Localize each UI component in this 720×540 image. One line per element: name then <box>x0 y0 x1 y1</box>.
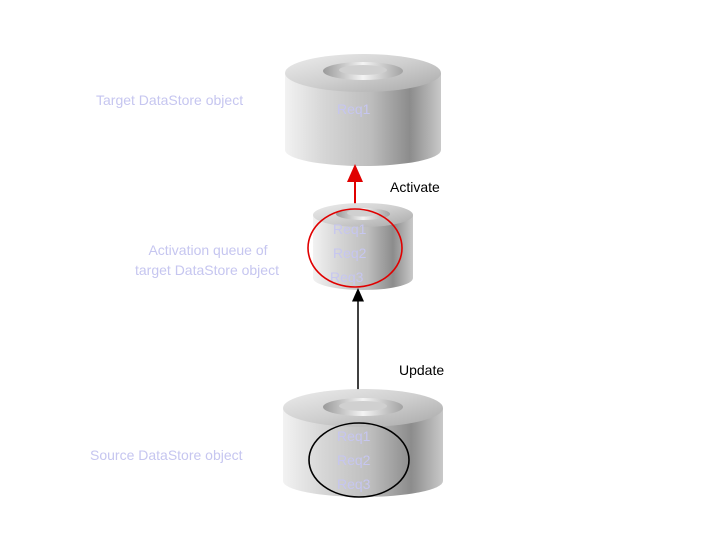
target-request-1: Req1 <box>337 101 371 117</box>
queue-request-3: Req3 <box>330 269 364 285</box>
source-request-1: Req1 <box>337 428 371 444</box>
source-datastore-cylinder: Req1 Req2 Req3 <box>283 389 443 497</box>
activation-queue-label-line1: Activation queue of <box>148 242 267 258</box>
source-highlight-ellipse <box>308 422 410 498</box>
queue-request-2: Req2 <box>333 245 367 261</box>
activate-label: Activate <box>390 179 440 195</box>
source-request-3: Req3 <box>337 476 371 492</box>
activation-queue-label-line2: target DataStore object <box>135 262 279 278</box>
target-datastore-cylinder: Req1 <box>285 54 441 166</box>
source-datastore-label: Source DataStore object <box>90 447 243 463</box>
target-datastore-label: Target DataStore object <box>96 92 243 108</box>
activation-queue-highlight-ellipse <box>307 208 403 288</box>
source-request-2: Req2 <box>337 452 371 468</box>
queue-request-1: Req1 <box>333 221 367 237</box>
activation-queue-cylinder: Req1 Req2 Req3 <box>313 203 413 290</box>
update-label: Update <box>399 362 444 378</box>
